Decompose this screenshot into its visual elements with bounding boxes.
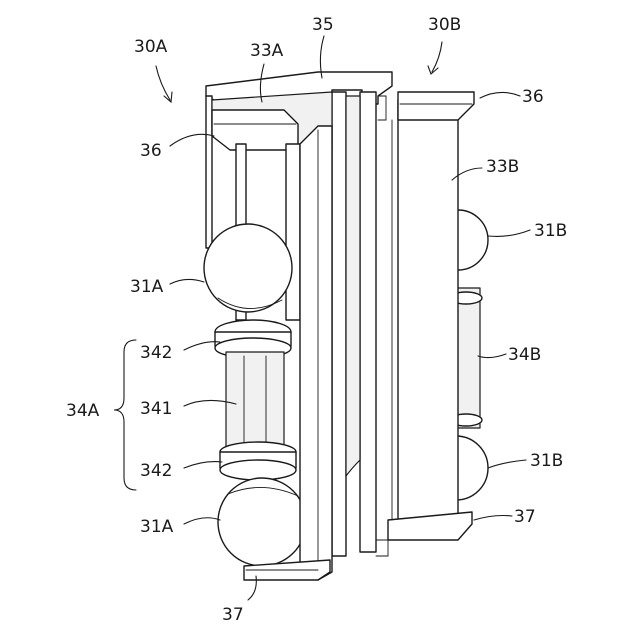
- leader-37-right: [474, 516, 512, 521]
- wall-30a-front: [300, 126, 332, 580]
- leader-34b: [478, 354, 506, 358]
- leader-342-lower: [184, 462, 222, 468]
- label-34b: 34B: [508, 345, 541, 365]
- label-31b-upper: 31B: [534, 221, 567, 241]
- wall-30a-left: [206, 96, 212, 248]
- arrow-30a: [156, 66, 170, 100]
- label-34a: 34A: [66, 401, 100, 421]
- label-36-left: 36: [140, 141, 162, 161]
- leader-31a-upper: [170, 279, 204, 284]
- label-342-lower: 342: [140, 461, 172, 481]
- spine-slot-top: [378, 96, 386, 120]
- label-31a-lower: 31A: [140, 517, 174, 537]
- spine-channel: [346, 96, 360, 476]
- leader-31a-lower: [184, 518, 220, 524]
- clip-36-left: [212, 110, 298, 150]
- label-37-right: 37: [514, 507, 536, 527]
- ball-31a-lower: [218, 478, 306, 566]
- leader-36-right: [480, 92, 520, 98]
- frame-right-bar: [286, 144, 300, 320]
- spine-slot-bottom: [376, 540, 388, 556]
- leader-31b-lower: [488, 460, 526, 468]
- ring-342-lower-front: [220, 460, 296, 480]
- label-31b-lower: 31B: [530, 451, 563, 471]
- spine-body-right: [360, 92, 376, 552]
- label-341: 341: [140, 399, 172, 419]
- label-342-upper: 342: [140, 343, 172, 363]
- flange-36-right: [398, 92, 474, 120]
- label-30a: 30A: [134, 37, 168, 57]
- ball-31a-upper: [204, 224, 292, 312]
- label-31a-upper: 31A: [130, 277, 164, 297]
- arrow-30b: [432, 42, 442, 72]
- bracket-34a: [114, 340, 136, 490]
- leader-31b-upper: [488, 230, 530, 236]
- spine-body-left: [332, 92, 346, 556]
- label-37-left: 37: [222, 605, 244, 625]
- label-30b: 30B: [428, 15, 461, 35]
- spacer-body-341: [226, 352, 284, 452]
- label-36-right: 36: [522, 87, 544, 107]
- holder-30b: [388, 92, 488, 540]
- label-35: 35: [312, 15, 334, 35]
- label-33a: 33A: [250, 41, 284, 61]
- label-33b: 33B: [486, 157, 519, 177]
- holder-30a: [204, 92, 332, 580]
